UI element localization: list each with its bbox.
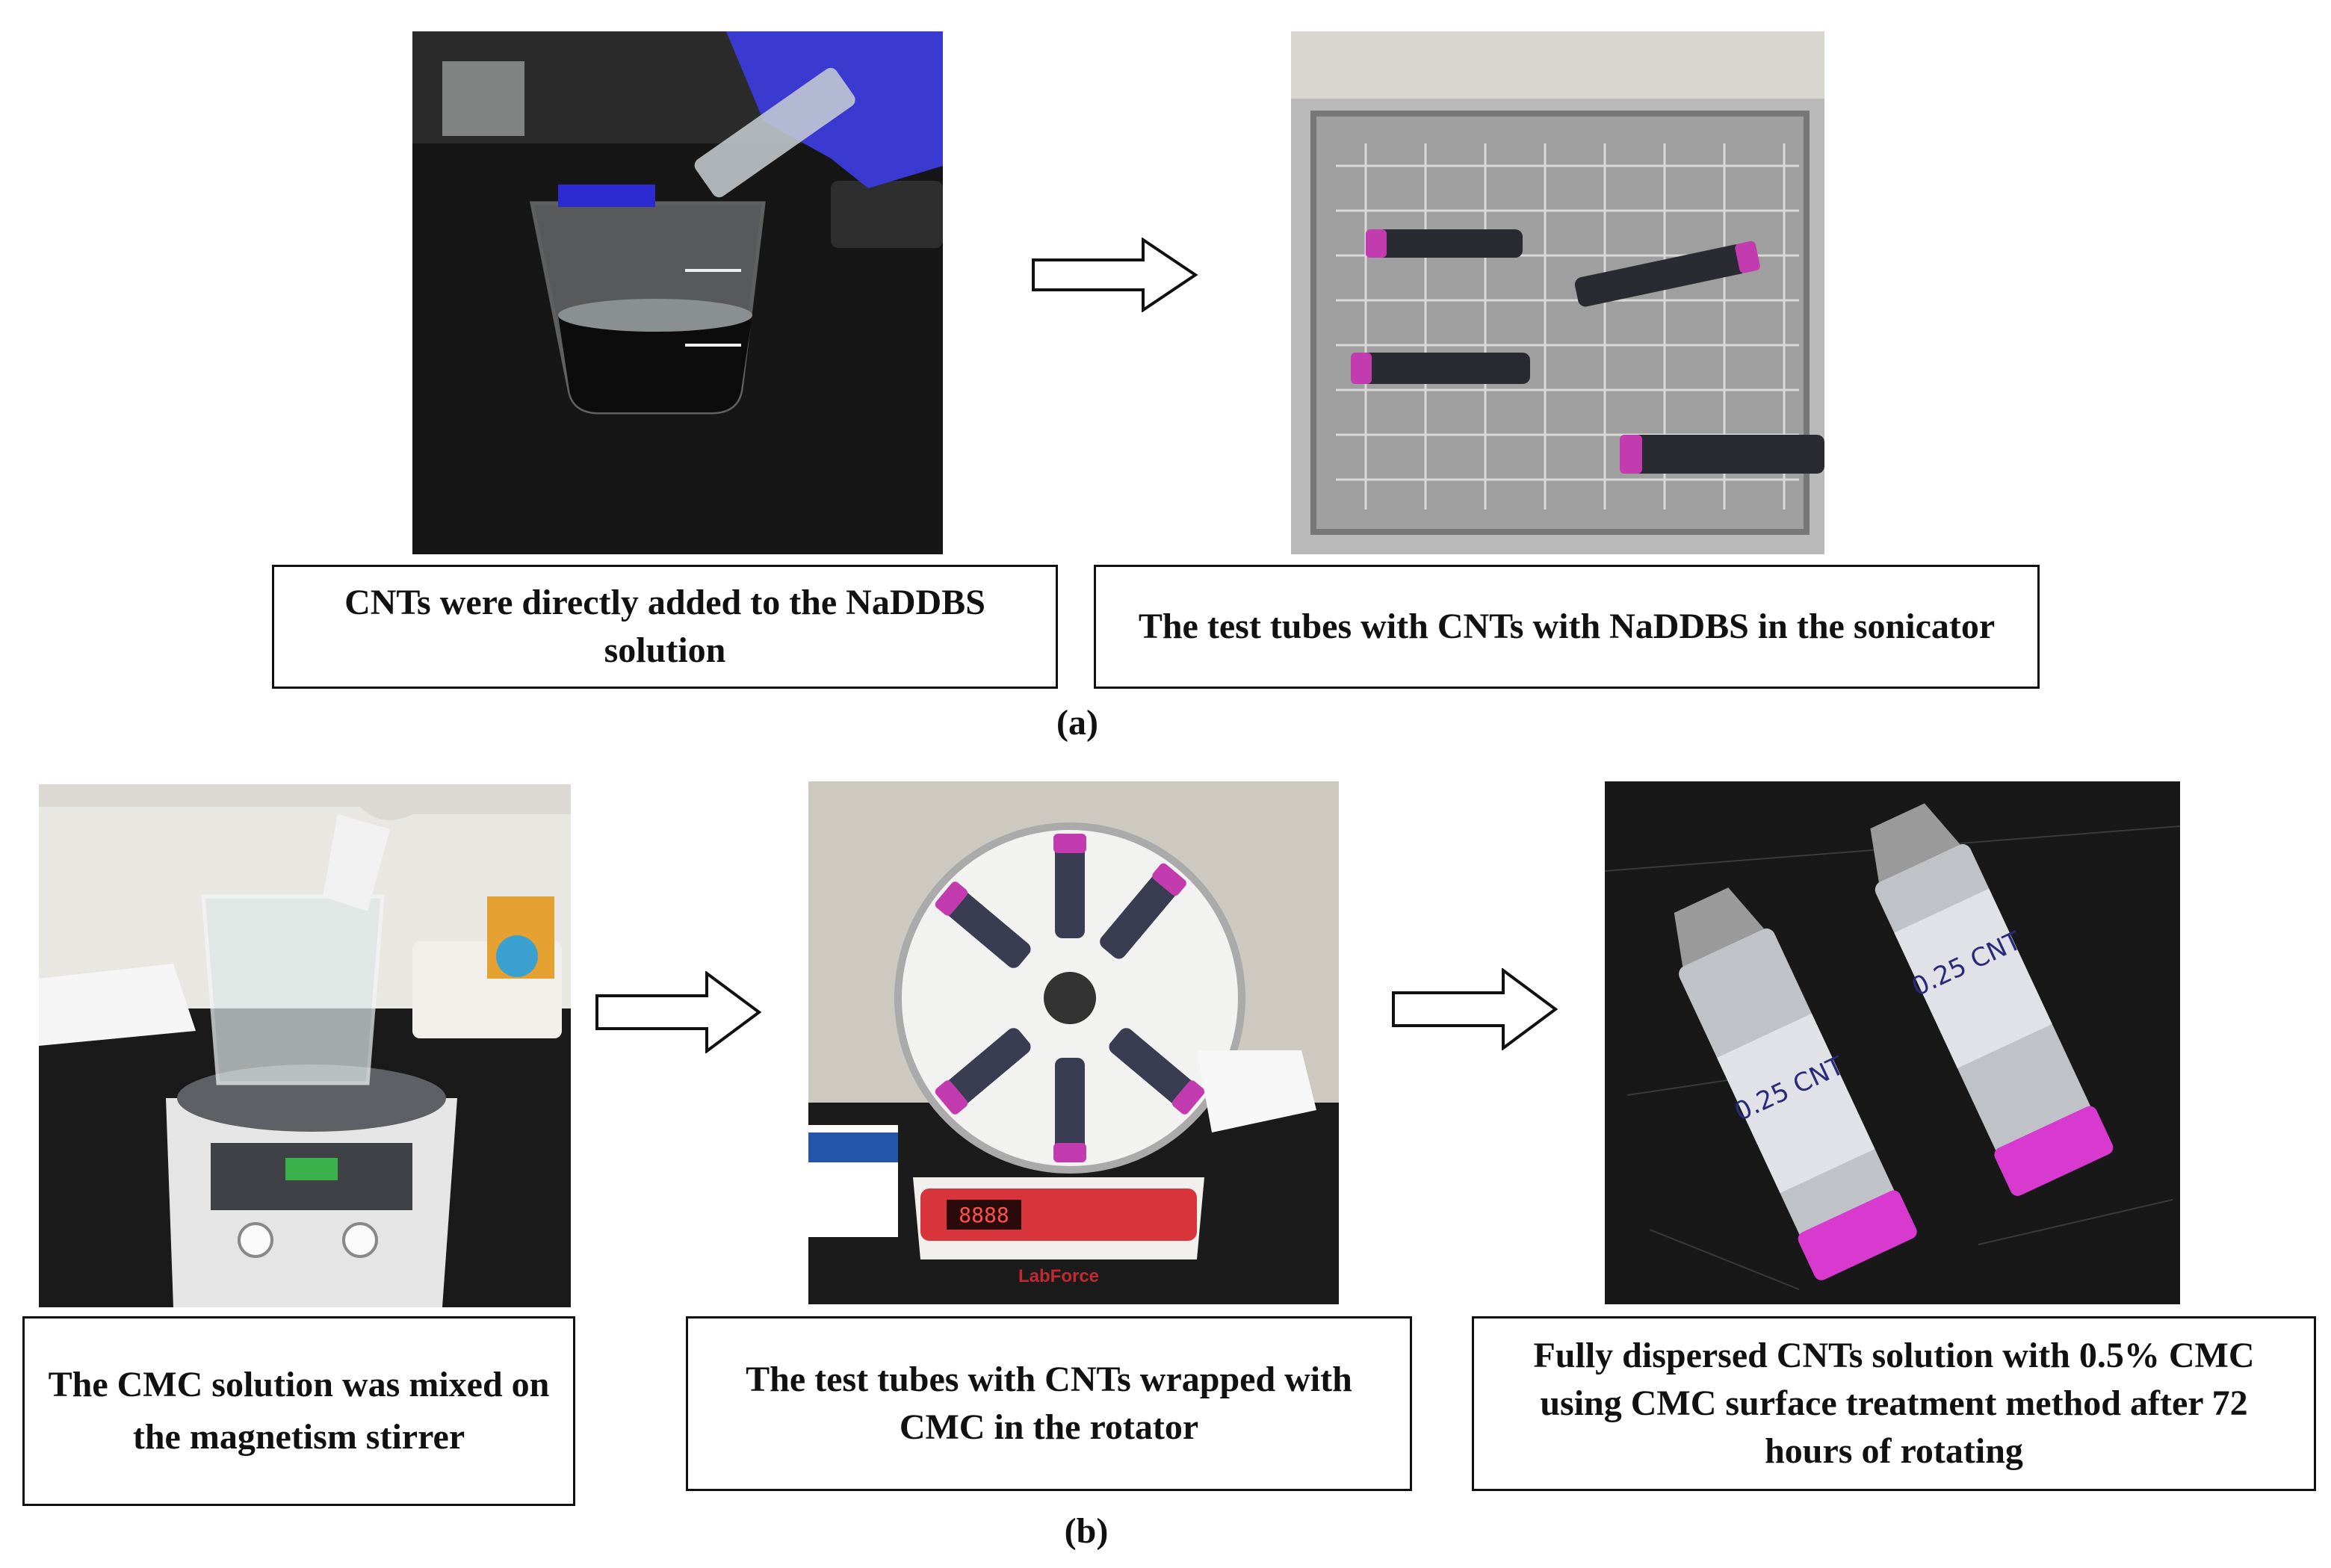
caption-b-step3-text: Fully dispersed CNTs solution with 0.5% … [1533, 1336, 2255, 1471]
caption-a-step1-text: CNTs were directly added to the NaDDBS s… [344, 583, 985, 670]
caption-a-step2-text: The test tubes with CNTs with NaDDBS in … [1138, 607, 1996, 646]
rotator-brand: LabForce [1018, 1266, 1099, 1286]
photo-fully-dispersed-cnts-tubes: 0.25 CNT 0.25 CNT [1605, 781, 2180, 1304]
arrow-right-icon [1391, 968, 1558, 1050]
arrow-right-icon [595, 971, 762, 1053]
panel-label-a: (a) [1056, 703, 1098, 743]
photo-tubes-in-sonicator [1291, 31, 1824, 554]
panel-label-b: (b) [1064, 1511, 1109, 1551]
rotator-display: 8888 [959, 1203, 1009, 1227]
caption-a-step1: CNTs were directly added to the NaDDBS s… [272, 565, 1058, 689]
photo-cmc-on-magnetic-stirrer [39, 784, 571, 1307]
caption-a-step2: The test tubes with CNTs with NaDDBS in … [1094, 565, 2040, 689]
caption-b-step1: The CMC solution was mixed on the magnet… [22, 1316, 575, 1506]
caption-b-step2: The test tubes with CNTs wrapped with CM… [686, 1316, 1412, 1491]
caption-b-step3: Fully dispersed CNTs solution with 0.5% … [1472, 1316, 2316, 1491]
arrow-right-icon [1031, 238, 1198, 312]
photo-cnts-added-to-naddbs [412, 31, 943, 554]
caption-b-step1-text: The CMC solution was mixed on the magnet… [48, 1365, 550, 1457]
photo-tubes-in-rotator: 8888 LabForce [808, 781, 1339, 1304]
caption-b-step2-text: The test tubes with CNTs wrapped with CM… [746, 1360, 1352, 1447]
